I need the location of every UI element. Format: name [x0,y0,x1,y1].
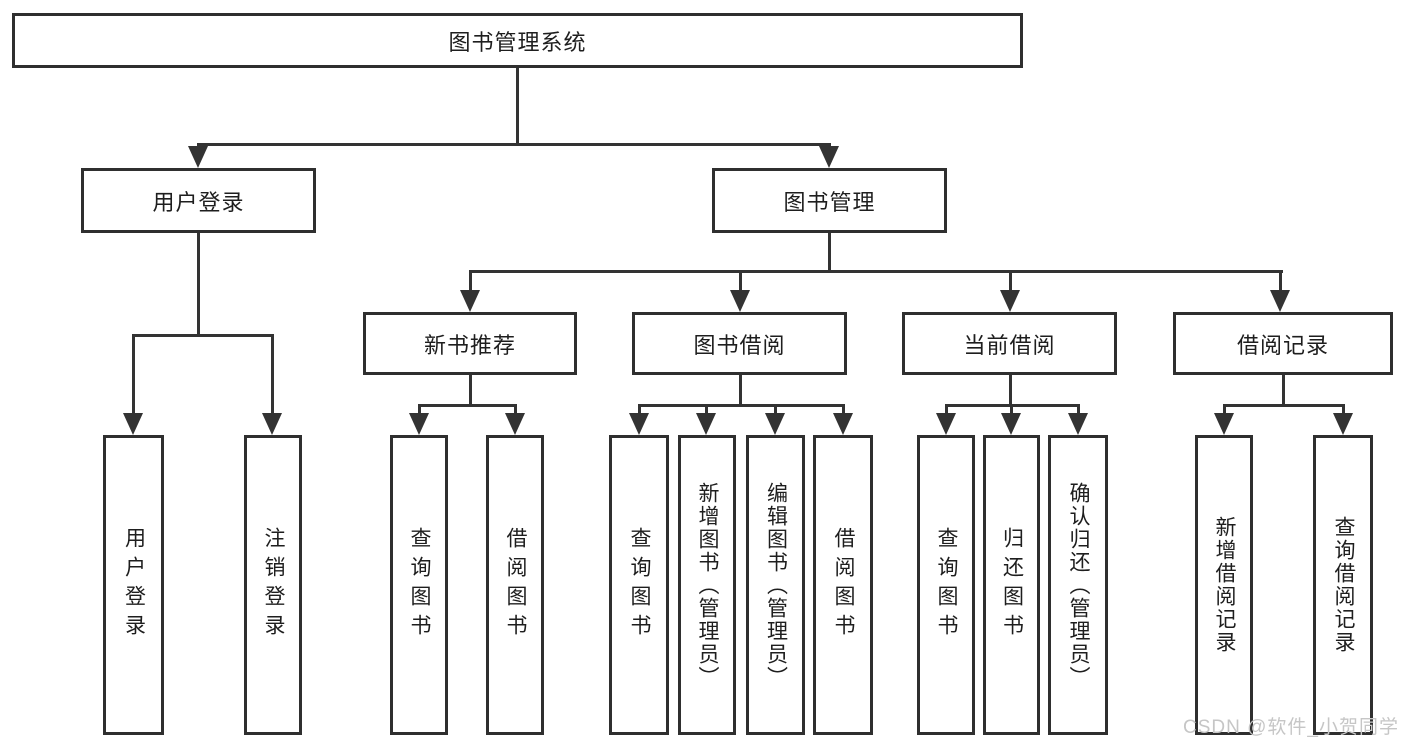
leaf-query-borrow-record: 查询借阅记录 [1313,435,1373,735]
connector-line [514,404,517,415]
connector-line [1009,375,1012,407]
connector-line [469,270,472,292]
arrow-down-icon [460,290,480,312]
connector-line [842,404,845,415]
connector-line [1077,404,1080,415]
arrow-down-icon [765,413,785,435]
arrow-down-icon [188,146,208,168]
node-user-login: 用户登录 [81,168,316,233]
connector-line [469,270,1283,273]
leaf-query-book-current: 查询图书 [917,435,975,735]
connector-line [1342,404,1345,415]
leaf-borrow-book: 借阅图书 [813,435,873,735]
connector-line [132,334,274,337]
leaf-query-book-borrow: 查询图书 [609,435,669,735]
arrow-down-icon [696,413,716,435]
connector-line [197,143,831,146]
node-root: 图书管理系统 [12,13,1023,68]
connector-line [945,404,948,415]
leaf-add-book-admin: 新增图书（管理员） [678,435,736,735]
connector-line [271,334,274,414]
arrow-down-icon [629,413,649,435]
connector-line [516,68,519,144]
node-new-book: 新书推荐 [363,312,577,375]
connector-line [132,334,135,414]
arrow-down-icon [833,413,853,435]
node-current-borrow: 当前借阅 [902,312,1117,375]
connector-line [828,233,831,272]
connector-line [1279,270,1282,292]
leaf-user-login: 用户登录 [103,435,164,735]
node-book-mgmt: 图书管理 [712,168,947,233]
connector-line [418,404,517,407]
arrow-down-icon [936,413,956,435]
arrow-down-icon [1333,413,1353,435]
leaf-confirm-return-admin: 确认归还（管理员） [1048,435,1108,735]
arrow-down-icon [1270,290,1290,312]
arrow-down-icon [730,290,750,312]
leaf-borrow-book-recommend: 借阅图书 [486,435,544,735]
connector-line [469,375,472,407]
connector-line [418,404,421,415]
node-borrow-record: 借阅记录 [1173,312,1393,375]
leaf-query-book-recommend: 查询图书 [390,435,448,735]
connector-line [1223,404,1345,407]
leaf-logout: 注销登录 [244,435,302,735]
connector-line [1009,270,1012,292]
arrow-down-icon [1214,413,1234,435]
node-book-borrow: 图书借阅 [632,312,847,375]
arrow-down-icon [819,146,839,168]
connector-line [705,404,708,415]
arrow-down-icon [262,413,282,435]
arrow-down-icon [409,413,429,435]
connector-line [1010,404,1013,415]
connector-line [1223,404,1226,415]
arrow-down-icon [1001,413,1021,435]
arrow-down-icon [1000,290,1020,312]
leaf-edit-book-admin: 编辑图书（管理员） [746,435,805,735]
csdn-watermark: CSDN @软件_小贺同学 [1183,717,1399,738]
leaf-add-borrow-record: 新增借阅记录 [1195,435,1253,735]
arrow-down-icon [1068,413,1088,435]
connector-line [638,404,641,415]
connector-line [774,404,777,415]
connector-line [1282,375,1285,407]
connector-line [739,270,742,292]
connector-line [739,375,742,407]
arrow-down-icon [123,413,143,435]
leaf-return-book: 归还图书 [983,435,1040,735]
arrow-down-icon [505,413,525,435]
connector-line [638,404,845,407]
connector-line [197,233,200,335]
